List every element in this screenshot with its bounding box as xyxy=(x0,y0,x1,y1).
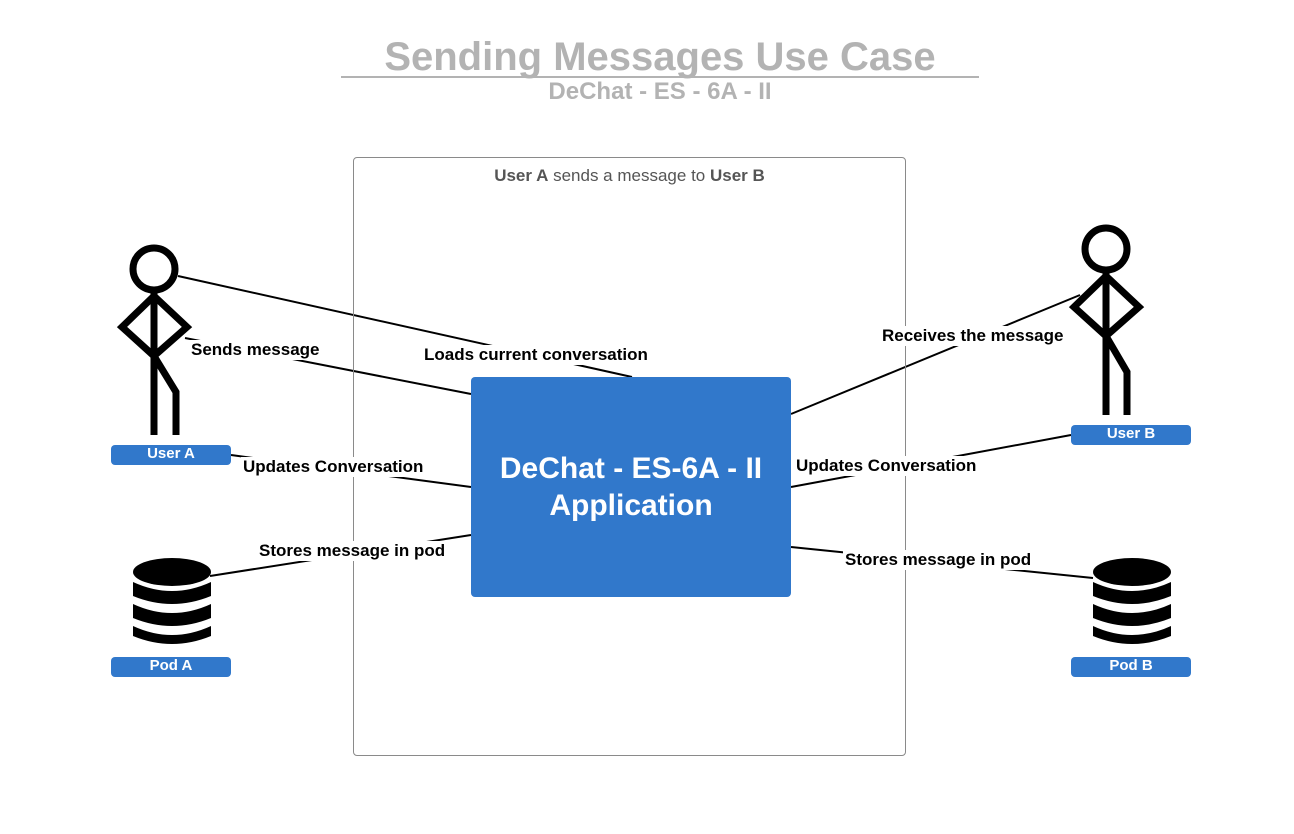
edge-label-stores-pod-a: Stores message in pod xyxy=(257,541,448,561)
pod-a-label: Pod A xyxy=(111,657,231,677)
edge-label-updates-conversation-b: Updates Conversation xyxy=(794,456,979,476)
user-a-figure-icon xyxy=(116,244,193,435)
pod-a-database-icon xyxy=(133,558,211,644)
application-type: Application xyxy=(549,489,713,522)
caption-user-b: User B xyxy=(709,166,765,185)
pod-b-label: Pod B xyxy=(1071,657,1191,677)
edge-label-receives-message: Receives the message xyxy=(880,326,1066,346)
caption-user-a: User A xyxy=(494,166,549,185)
diagram-subtitle: DeChat - ES - 6A - II xyxy=(548,78,772,105)
edge-label-stores-pod-b: Stores message in pod xyxy=(843,550,1034,570)
edge-label-loads-conversation: Loads current conversation xyxy=(422,345,650,365)
caption-middle: sends a message to xyxy=(548,166,710,185)
user-a-label: User A xyxy=(111,445,231,465)
application-name: DeChat - ES-6A - II xyxy=(499,452,763,485)
diagram-title: Sending Messages Use Case xyxy=(384,35,936,79)
user-b-label: User B xyxy=(1071,425,1191,445)
link-receives-message xyxy=(790,294,1081,415)
title-underline xyxy=(341,76,979,78)
pod-b-database-icon xyxy=(1093,558,1171,644)
boundary-caption: User A sends a message to User B xyxy=(353,166,906,186)
application-box: DeChat - ES-6A - II Application xyxy=(471,377,791,597)
edge-label-updates-conversation-a: Updates Conversation xyxy=(241,457,426,477)
edge-label-sends-message: Sends message xyxy=(189,340,322,360)
user-b-figure-icon xyxy=(1068,224,1145,415)
